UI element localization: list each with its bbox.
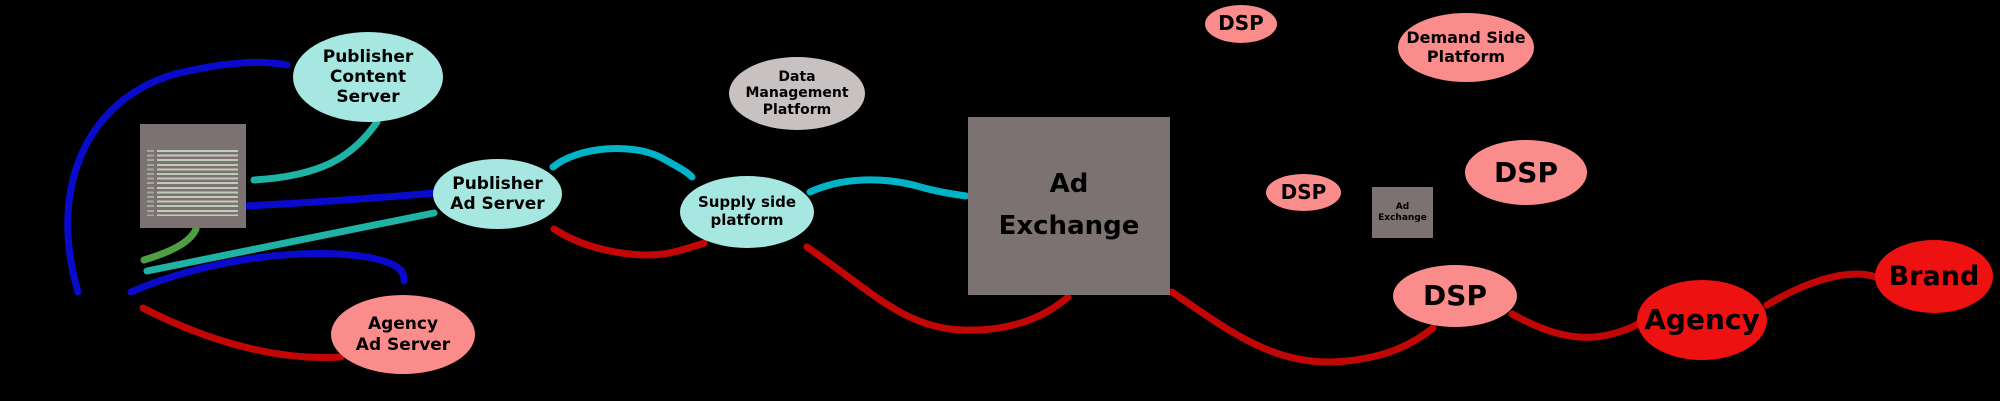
edge-dsp-bottom-to-agency [1508, 310, 1643, 341]
node-label: Publisher Content Server [322, 46, 414, 108]
node-label: Data Management Platform [745, 68, 849, 118]
node-label: Supply side platform [697, 193, 797, 229]
edge-supply-side-platform-to-ad-exchange-red [803, 243, 1072, 334]
node-ad-exchange-small: Ad Exchange [1372, 187, 1433, 238]
edge-publisher-ad-server-to-supply-side-platform-cyan [549, 145, 696, 181]
node-data-management-platform: Data Management Platform [729, 57, 865, 130]
node-label: DSP [1280, 179, 1327, 204]
node-ad-exchange-main: Ad Exchange [968, 117, 1170, 295]
edge-agency-to-brand [1763, 270, 1880, 309]
node-label: DSP [1218, 11, 1264, 36]
node-label: DSP [1494, 155, 1558, 189]
node-dsp-bottom: DSP [1393, 265, 1517, 327]
node-agency-ad-server: Agency Ad Server [331, 295, 475, 374]
node-label: Publisher Ad Server [450, 173, 545, 214]
edge-junction-to-code-box [140, 225, 200, 264]
node-label: Agency Ad Server [355, 314, 451, 355]
node-agency: Agency [1637, 280, 1767, 360]
node-publisher-content-server: Publisher Content Server [293, 32, 443, 122]
edge-publisher-content-server-to-code-box [250, 118, 381, 184]
code-line-numbers [147, 150, 154, 216]
code-lines [157, 150, 238, 216]
edge-ad-exchange-to-dsp-bottom [1168, 288, 1437, 366]
node-dsp-right-large: DSP [1465, 140, 1587, 205]
edge-supply-side-platform-to-ad-exchange-cyan [806, 176, 970, 200]
node-supply-side-platform: Supply side platform [680, 176, 814, 248]
node-label: DSP [1423, 279, 1487, 313]
edge-code-box-to-publisher-ad-server [243, 189, 438, 210]
edge-junction-to-publisher-content-server [64, 58, 291, 296]
node-publisher-ad-server: Publisher Ad Server [433, 159, 562, 229]
node-label: Agency [1644, 303, 1760, 337]
node-label: Ad Exchange [1378, 201, 1427, 223]
edge-junction-to-publisher-ad-server [143, 209, 438, 275]
code-snippet-box [140, 124, 246, 228]
node-demand-side-platform: Demand Side Platform [1398, 13, 1534, 82]
node-dsp-top: DSP [1205, 5, 1277, 43]
node-brand: Brand [1875, 240, 1993, 313]
edge-junction-to-agency-ad-server-blue [127, 249, 408, 296]
edge-junction-to-agency-ad-server-red [139, 304, 345, 361]
node-dsp-mid-small: DSP [1266, 174, 1341, 211]
edge-publisher-ad-server-to-supply-side-platform-red [550, 225, 708, 259]
node-label: Brand [1888, 260, 1980, 292]
node-label: Demand Side Platform [1406, 27, 1526, 66]
node-label: Ad Exchange [998, 169, 1140, 241]
